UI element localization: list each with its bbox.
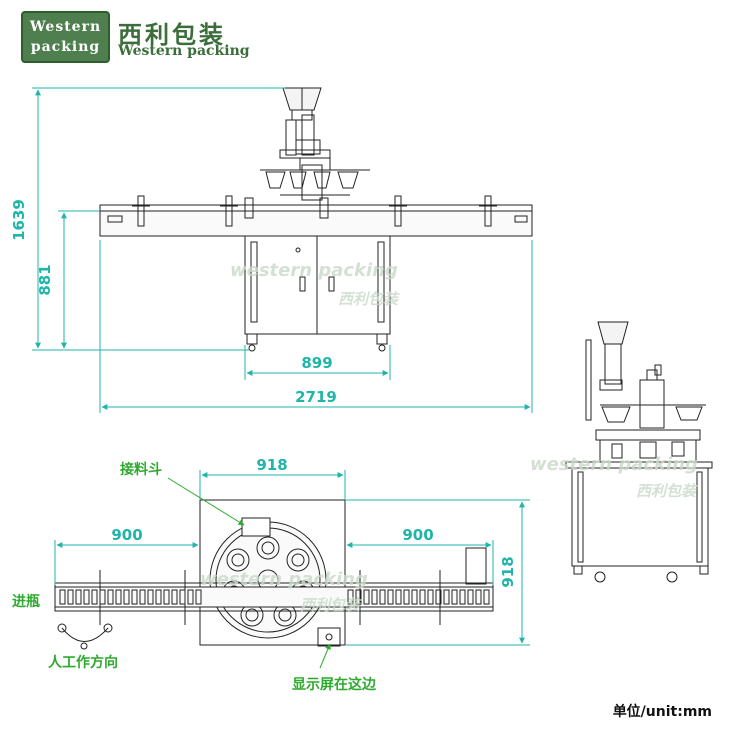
logo-line-2: packing — [30, 39, 101, 55]
dim-conveyor-left: 900 — [111, 526, 142, 544]
dim-platform-width: 918 — [256, 456, 287, 474]
conveyor-pad — [123, 589, 130, 605]
watermarks: western packing 西利包装 western packing 西利包… — [200, 260, 699, 614]
watermark-cn-side: 西利包装 — [636, 482, 699, 500]
conveyor-pad — [443, 589, 450, 605]
dim-platform-depth: 918 — [499, 556, 517, 587]
label-screen-side: 显示屏在这边 — [292, 676, 377, 693]
logo-badge: Western packing — [21, 11, 110, 63]
logo-line-1: Western — [29, 19, 102, 35]
dim-total-height: 1639 — [10, 199, 28, 241]
conveyor-pad — [483, 589, 490, 605]
conveyor-pad — [347, 589, 354, 605]
annotation-leaders — [167, 477, 331, 669]
top-view-dimensions — [54, 470, 530, 646]
conveyor-pad — [411, 589, 418, 605]
conveyor-pad — [371, 589, 378, 605]
watermark-en-side: western packing — [530, 454, 698, 475]
conveyor-pad — [139, 589, 146, 605]
conveyor-pad — [147, 589, 154, 605]
conveyor-pad — [435, 589, 442, 605]
dim-table-height: 881 — [36, 264, 54, 295]
conveyor-pad — [355, 589, 362, 605]
conveyor-pad — [67, 589, 74, 605]
conveyor-pad — [387, 589, 394, 605]
top-view — [54, 499, 494, 650]
conveyor-pad — [403, 589, 410, 605]
front-view-dimensions — [32, 87, 533, 413]
conveyor-pad — [459, 589, 466, 605]
label-bottle-in: 进瓶 — [12, 593, 40, 610]
conveyor-pad — [419, 589, 426, 605]
conveyor-pad — [163, 589, 170, 605]
conveyor-pad — [131, 589, 138, 605]
label-hopper: 接料斗 — [120, 461, 162, 478]
side-view — [565, 321, 713, 583]
watermark-en-top: western packing — [200, 569, 368, 590]
brand-english-name: Western packing — [118, 43, 250, 59]
conveyor-pad — [379, 589, 386, 605]
conveyor-pad — [91, 589, 98, 605]
conveyor-pad — [427, 589, 434, 605]
conveyor-pad — [195, 589, 202, 605]
conveyor-pad — [59, 589, 66, 605]
brand-chinese-name: 西利包装 — [118, 21, 226, 49]
conveyor-pad — [83, 589, 90, 605]
conveyor-pad — [475, 589, 482, 605]
conveyor-pad — [115, 589, 122, 605]
dim-total-width: 2719 — [295, 388, 337, 406]
conveyor-pad — [451, 589, 458, 605]
dim-conveyor-right: 900 — [402, 526, 433, 544]
unit-label: 单位/unit:mm — [613, 703, 712, 720]
conveyor-pad — [395, 589, 402, 605]
label-manual-direction: 人工作方向 — [48, 654, 118, 671]
watermark-en-front: western packing — [230, 260, 398, 281]
conveyor-pad — [107, 589, 114, 605]
conveyor-pad — [467, 589, 474, 605]
conveyor-pad — [75, 589, 82, 605]
conveyor-pad — [155, 589, 162, 605]
conveyor-pad — [363, 589, 370, 605]
conveyor-pad — [171, 589, 178, 605]
dim-cabinet-width: 899 — [301, 354, 332, 372]
conveyor-pad — [187, 589, 194, 605]
watermark-cn-top: 西利包装 — [300, 596, 363, 614]
watermark-cn-front: 西利包装 — [338, 290, 401, 308]
front-view — [99, 87, 533, 352]
